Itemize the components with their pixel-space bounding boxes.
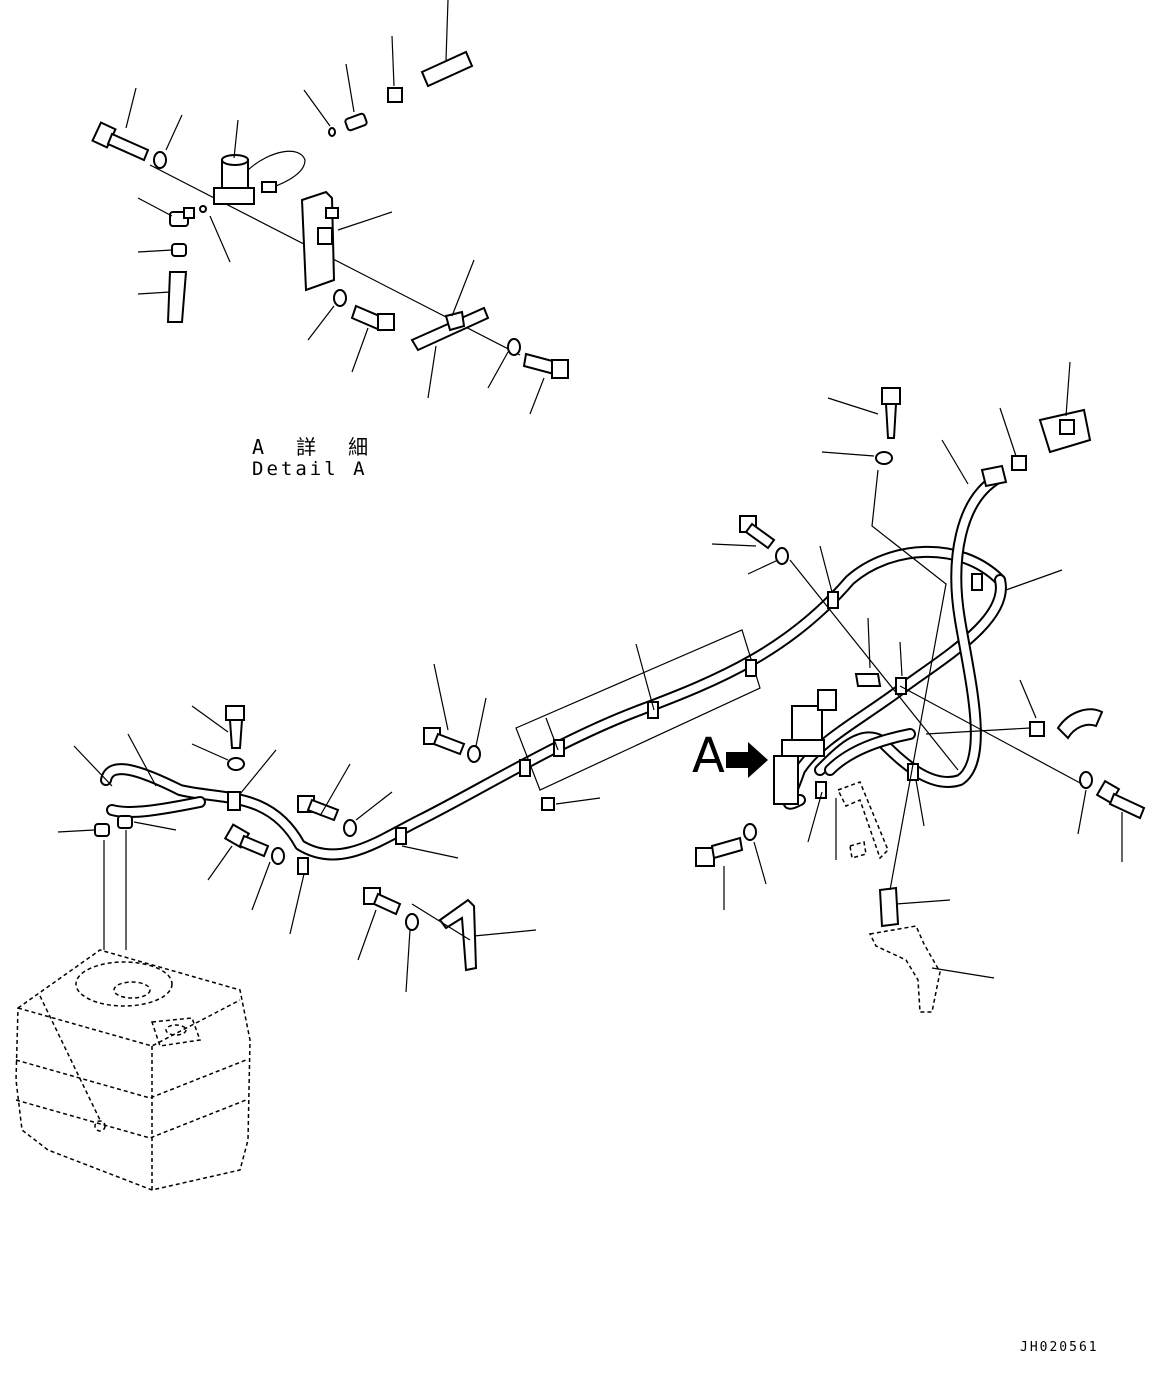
o-ring-icon: [199, 205, 207, 213]
bracket-icon: [1038, 408, 1092, 454]
washer-icon: [507, 338, 521, 356]
elbow-fitting-icon: [1056, 708, 1104, 740]
right-arrow-icon: [726, 742, 768, 778]
spacer-icon: [854, 673, 882, 687]
valve-assembly-icon: [773, 689, 837, 805]
bolt-icon: [225, 705, 245, 749]
detail-a-assembly: [91, 0, 569, 415]
washer-icon: [227, 757, 245, 771]
bolt-icon: [363, 887, 402, 916]
clamp-icon: [827, 591, 839, 609]
bolt-icon: [881, 387, 901, 439]
bolt-icon: [522, 352, 569, 379]
washer-icon: [1079, 771, 1093, 789]
bracket-icon: [438, 898, 478, 972]
nut-icon: [1011, 455, 1027, 471]
washer-icon: [743, 823, 757, 841]
fuel-tank-icon: [15, 949, 251, 1191]
clamp-icon: [410, 306, 490, 352]
nut-icon: [1029, 721, 1045, 737]
washer-icon: [343, 819, 357, 837]
clamp-icon: [519, 759, 531, 777]
clamp-icon: [971, 573, 983, 591]
bolt-icon: [297, 795, 340, 822]
bolt-icon: [695, 836, 744, 867]
clamp-icon: [94, 823, 110, 837]
washer-icon: [405, 913, 419, 931]
nut-icon: [541, 797, 555, 811]
washer-icon: [333, 289, 347, 307]
washer-icon: [153, 151, 167, 169]
clamp-icon: [553, 739, 565, 757]
washer-icon: [271, 847, 285, 865]
clamp-icon: [297, 857, 309, 875]
clamp-icon: [815, 781, 827, 799]
bolt-icon: [1095, 779, 1146, 820]
washer-icon: [467, 745, 481, 763]
detail-title-english: Detail A: [252, 458, 368, 480]
bolt-icon: [223, 823, 270, 858]
drawing-number: JH020561: [1020, 1340, 1099, 1355]
spacer-icon: [878, 886, 900, 928]
elbow-fitting-icon: [169, 207, 195, 227]
connector-icon: [344, 112, 368, 132]
clamp-icon: [647, 701, 659, 719]
hose-end-icon: [980, 464, 1008, 488]
clamp-icon: [171, 243, 187, 257]
bolt-icon: [91, 121, 150, 162]
clamp-icon: [227, 791, 241, 811]
hose-icon: [420, 50, 474, 88]
leader-lines: [57, 361, 1123, 993]
solenoid-valve-icon: [213, 150, 306, 205]
clamp-icon: [395, 827, 407, 845]
hose-icon: [166, 271, 188, 323]
o-ring-icon: [328, 127, 336, 137]
detail-title-japanese: A 詳 細: [252, 435, 379, 459]
clamp-icon: [117, 815, 133, 829]
nut-icon: [387, 87, 403, 103]
view-marker-letter: A: [692, 728, 725, 784]
bolt-icon: [350, 304, 395, 332]
bracket-icon: [300, 190, 339, 292]
hose-assembly: [94, 455, 1027, 875]
bolt-icon: [739, 515, 776, 550]
clamp-icon: [745, 659, 757, 677]
washer-icon: [775, 547, 789, 565]
bracket-icon: [868, 925, 941, 1013]
bracket-icon: [836, 781, 889, 860]
washer-icon: [875, 451, 893, 465]
sleeve-icon: [515, 629, 761, 791]
bolt-icon: [423, 727, 466, 756]
